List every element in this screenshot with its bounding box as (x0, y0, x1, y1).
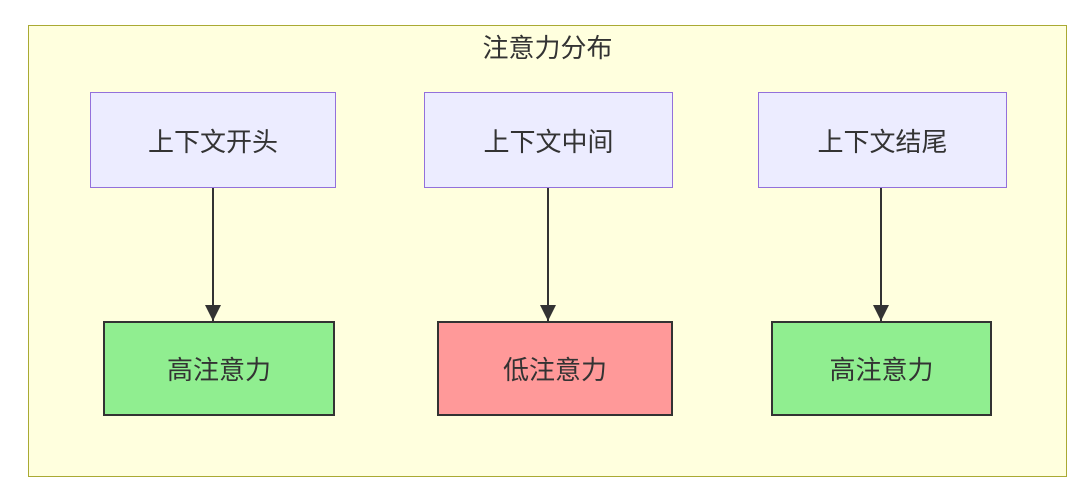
node-label: 上下文中间 (483, 126, 614, 157)
node-label: 低注意力 (502, 355, 607, 385)
node-label: 上下文结尾 (817, 126, 948, 157)
node-high-attention-left: 高注意力 (103, 321, 335, 416)
node-context-end: 上下文结尾 (758, 92, 1007, 188)
node-label: 高注意力 (829, 355, 934, 385)
node-high-attention-right: 高注意力 (771, 321, 992, 416)
node-context-middle: 上下文中间 (424, 92, 673, 188)
diagram-title: 注意力分布 (482, 33, 613, 63)
node-low-attention-middle: 低注意力 (437, 321, 673, 416)
node-label: 高注意力 (166, 355, 271, 385)
node-context-beginning: 上下文开头 (90, 92, 336, 188)
node-label: 上下文开头 (147, 126, 278, 157)
